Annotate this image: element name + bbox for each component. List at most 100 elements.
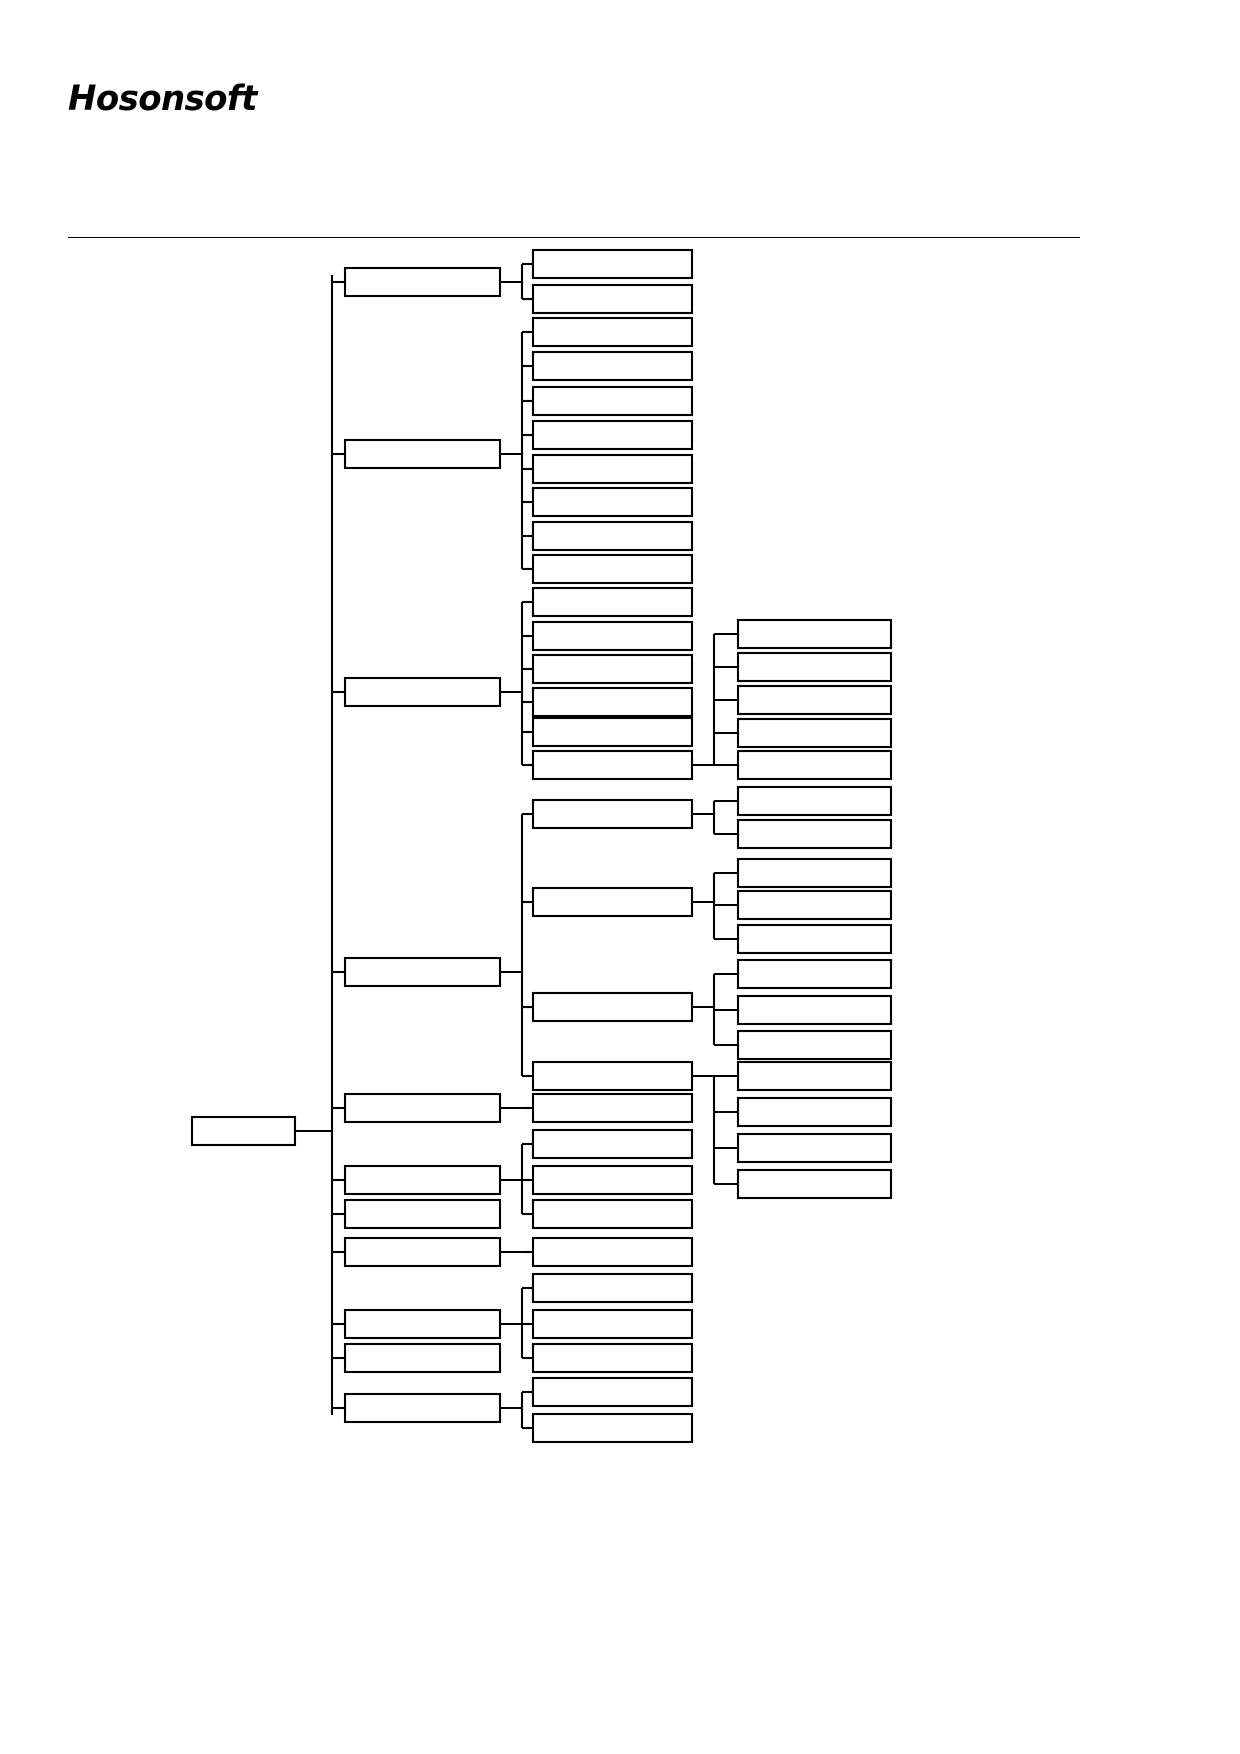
- node-box[interactable]: [736, 1029, 893, 1061]
- node-box[interactable]: [343, 1392, 502, 1424]
- tree-node[interactable]: [736, 1096, 893, 1128]
- tree-node[interactable]: [736, 923, 893, 955]
- tree-node[interactable]: [531, 385, 694, 417]
- tree-node[interactable]: [531, 1236, 694, 1268]
- tree-node[interactable]: [531, 453, 694, 485]
- node-box[interactable]: [531, 486, 694, 518]
- tree-node[interactable]: [531, 350, 694, 382]
- tree-node[interactable]: [531, 248, 694, 280]
- tree-node[interactable]: [531, 1342, 694, 1374]
- tree-node[interactable]: [343, 266, 502, 298]
- tree-node[interactable]: [531, 1164, 694, 1196]
- tree-node[interactable]: [736, 994, 893, 1026]
- node-box[interactable]: [531, 1164, 694, 1196]
- node-box[interactable]: [736, 1096, 893, 1128]
- tree-node[interactable]: [531, 1308, 694, 1340]
- tree-node[interactable]: [531, 1128, 694, 1160]
- tree-node[interactable]: [736, 618, 893, 650]
- tree-node[interactable]: [531, 686, 694, 718]
- tree-node[interactable]: [531, 316, 694, 348]
- node-box[interactable]: [531, 1092, 694, 1124]
- tree-node[interactable]: [736, 958, 893, 990]
- tree-node[interactable]: [343, 956, 502, 988]
- node-box[interactable]: [531, 1236, 694, 1268]
- tree-node[interactable]: [531, 749, 694, 781]
- tree-node[interactable]: [531, 1412, 694, 1444]
- tree-node[interactable]: [736, 818, 893, 850]
- node-box[interactable]: [736, 994, 893, 1026]
- node-box[interactable]: [531, 316, 694, 348]
- node-box[interactable]: [190, 1115, 297, 1147]
- tree-node[interactable]: [343, 1236, 502, 1268]
- tree-node[interactable]: [531, 620, 694, 652]
- node-box[interactable]: [531, 553, 694, 585]
- node-box[interactable]: [531, 586, 694, 618]
- tree-node[interactable]: [343, 1198, 502, 1230]
- node-box[interactable]: [531, 1376, 694, 1408]
- node-box[interactable]: [531, 1060, 694, 1092]
- tree-root-node[interactable]: [190, 1115, 297, 1147]
- tree-node[interactable]: [531, 1376, 694, 1408]
- tree-node[interactable]: [736, 749, 893, 781]
- node-box[interactable]: [736, 1132, 893, 1164]
- node-box[interactable]: [343, 1164, 502, 1196]
- tree-node[interactable]: [343, 1308, 502, 1340]
- node-box[interactable]: [531, 1272, 694, 1304]
- tree-node[interactable]: [531, 1198, 694, 1230]
- node-box[interactable]: [531, 1128, 694, 1160]
- tree-node[interactable]: [531, 486, 694, 518]
- tree-node[interactable]: [531, 798, 694, 830]
- tree-node[interactable]: [531, 1272, 694, 1304]
- node-box[interactable]: [736, 651, 893, 683]
- node-box[interactable]: [736, 749, 893, 781]
- tree-node[interactable]: [343, 1164, 502, 1196]
- node-box[interactable]: [531, 350, 694, 382]
- tree-node[interactable]: [343, 438, 502, 470]
- tree-node[interactable]: [531, 991, 694, 1023]
- node-box[interactable]: [531, 1412, 694, 1444]
- node-box[interactable]: [736, 1060, 893, 1092]
- node-box[interactable]: [736, 684, 893, 716]
- node-box[interactable]: [736, 785, 893, 817]
- node-box[interactable]: [531, 991, 694, 1023]
- tree-node[interactable]: [531, 553, 694, 585]
- tree-node[interactable]: [343, 676, 502, 708]
- node-box[interactable]: [531, 886, 694, 918]
- tree-node[interactable]: [736, 857, 893, 889]
- node-box[interactable]: [343, 956, 502, 988]
- tree-node[interactable]: [531, 520, 694, 552]
- node-box[interactable]: [531, 653, 694, 685]
- node-box[interactable]: [531, 749, 694, 781]
- tree-node[interactable]: [531, 283, 694, 315]
- tree-node[interactable]: [736, 1168, 893, 1200]
- node-box[interactable]: [343, 676, 502, 708]
- tree-node[interactable]: [531, 419, 694, 451]
- tree-node[interactable]: [343, 1392, 502, 1424]
- node-box[interactable]: [531, 716, 694, 748]
- tree-node[interactable]: [531, 886, 694, 918]
- node-box[interactable]: [343, 1236, 502, 1268]
- tree-node[interactable]: [531, 653, 694, 685]
- node-box[interactable]: [343, 1092, 502, 1124]
- node-box[interactable]: [531, 283, 694, 315]
- tree-node[interactable]: [736, 1029, 893, 1061]
- tree-node[interactable]: [736, 889, 893, 921]
- tree-node[interactable]: [736, 717, 893, 749]
- node-box[interactable]: [531, 520, 694, 552]
- node-box[interactable]: [531, 686, 694, 718]
- tree-node[interactable]: [531, 716, 694, 748]
- tree-node[interactable]: [736, 1132, 893, 1164]
- node-box[interactable]: [343, 438, 502, 470]
- node-box[interactable]: [736, 818, 893, 850]
- node-box[interactable]: [736, 717, 893, 749]
- node-box[interactable]: [343, 1198, 502, 1230]
- tree-node[interactable]: [531, 1092, 694, 1124]
- tree-node[interactable]: [531, 586, 694, 618]
- node-box[interactable]: [531, 453, 694, 485]
- node-box[interactable]: [736, 923, 893, 955]
- tree-node[interactable]: [343, 1092, 502, 1124]
- tree-node[interactable]: [736, 684, 893, 716]
- node-box[interactable]: [736, 857, 893, 889]
- node-box[interactable]: [736, 618, 893, 650]
- tree-node[interactable]: [736, 651, 893, 683]
